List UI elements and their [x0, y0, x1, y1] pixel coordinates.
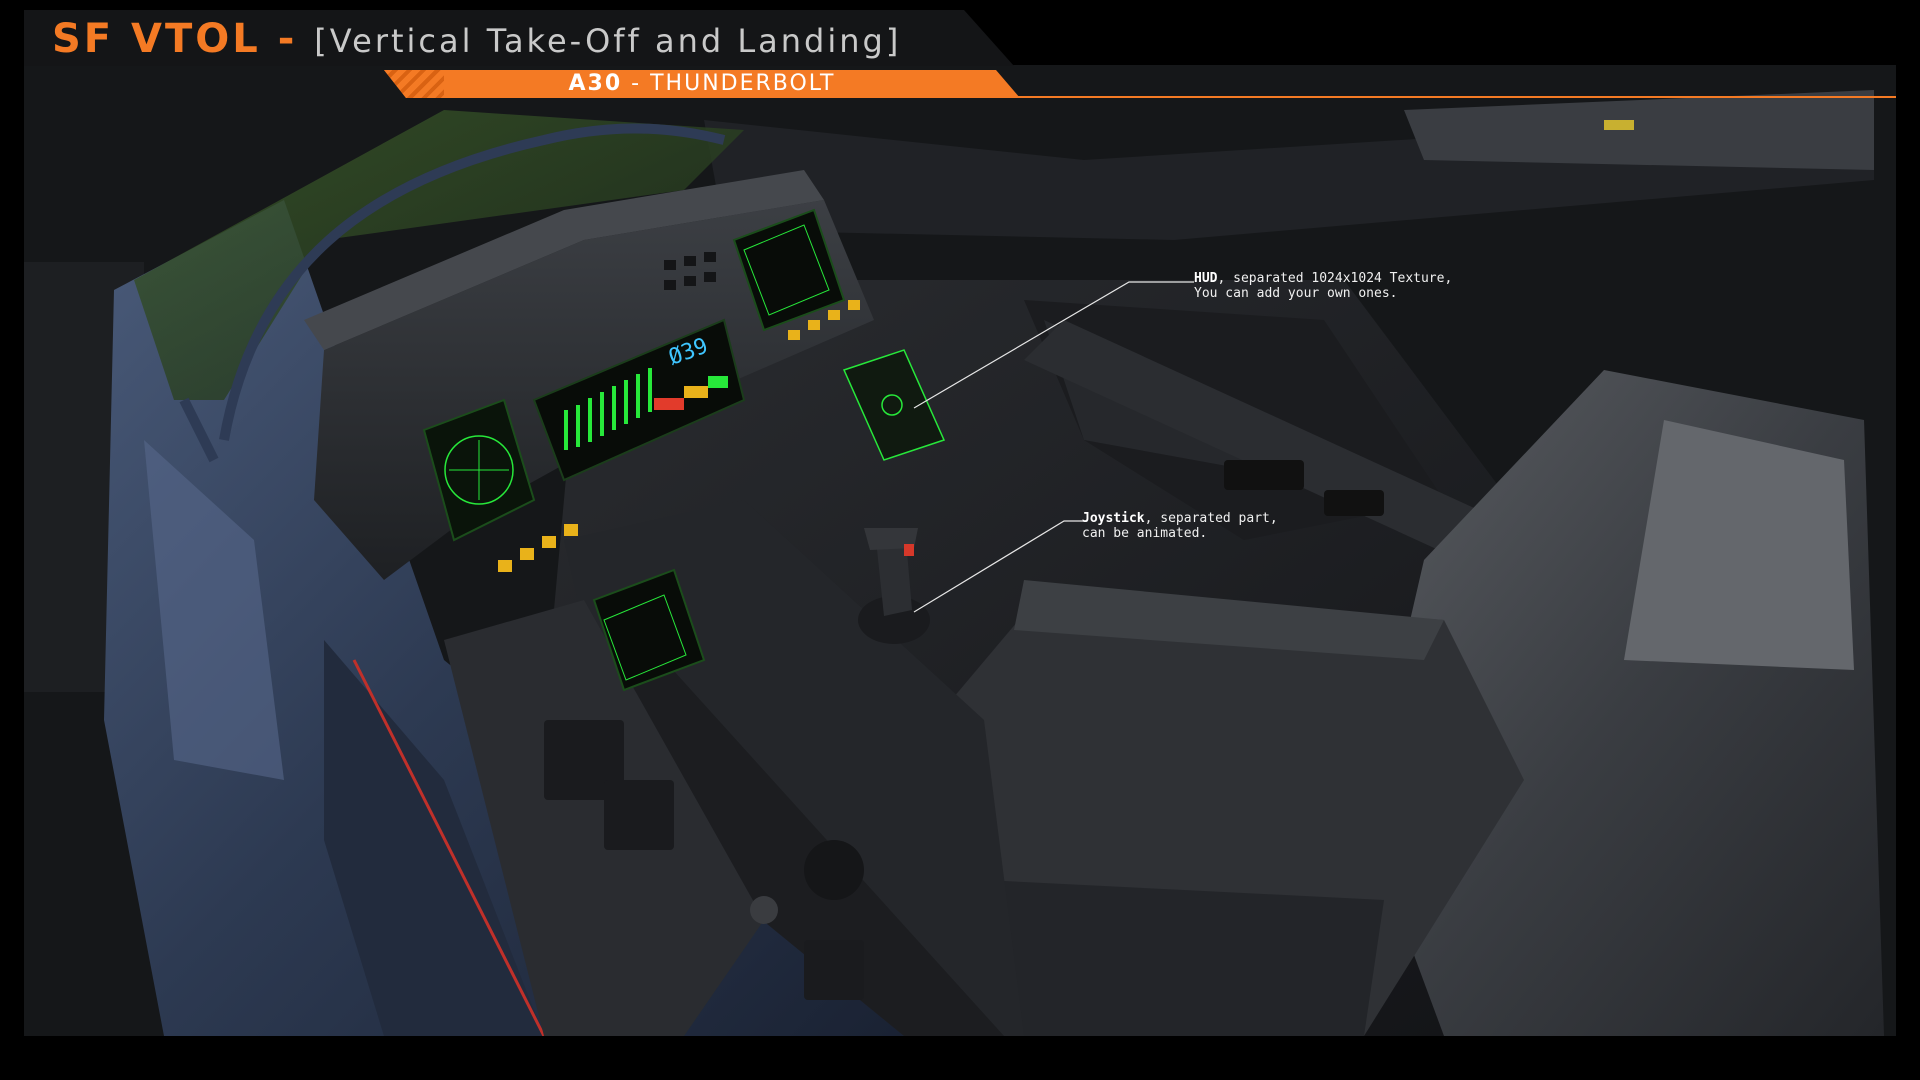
title-plate — [24, 10, 1014, 66]
left-hull — [104, 200, 904, 1036]
hud-callout-label: HUD — [1194, 271, 1218, 286]
canopy-glass — [134, 110, 744, 400]
instrument-panel: Ø39 — [304, 170, 874, 580]
pilot-seat — [884, 370, 1884, 1036]
callout-lines — [913, 281, 1194, 613]
rear-hull — [704, 90, 1874, 240]
switch-cluster — [664, 252, 716, 290]
left-console — [444, 600, 864, 1036]
joystick-callout-line2: can be animated. — [1082, 526, 1208, 541]
page-title: SF VTOL - [Vertical Take-Off and Landing… — [52, 14, 901, 64]
amber-buttons-right — [788, 300, 860, 340]
amber-buttons-left — [498, 524, 578, 572]
left-mfd — [422, 398, 536, 542]
center-display — [532, 318, 746, 482]
joystick-callout-label: Joystick — [1082, 511, 1145, 526]
hud-callout-line1: , separated 1024x1024 Texture, — [1217, 271, 1453, 286]
hud-callout: HUD, separated 1024x1024 Texture, You ca… — [1194, 271, 1452, 301]
lower-mfd — [592, 568, 706, 692]
accent-line — [1018, 96, 1896, 98]
cockpit-render: Ø39 — [104, 90, 1884, 1036]
title-sub: [Vertical Take-Off and Landing] — [314, 22, 902, 60]
title-separator: - — [260, 16, 315, 62]
model-separator: - — [622, 71, 651, 96]
right-console-switches — [1224, 460, 1384, 516]
joystick — [858, 528, 930, 644]
canopy-frame — [179, 123, 726, 463]
hud-callout-line2: You can add your own ones. — [1194, 286, 1398, 301]
title-main: SF VTOL — [52, 16, 261, 62]
model-name: THUNDERBOLT — [650, 71, 836, 96]
hud-glass — [842, 349, 946, 461]
model-code: A30 — [568, 71, 623, 96]
top-right-mfd — [732, 208, 846, 332]
joystick-callout-line1: , separated part, — [1144, 511, 1278, 526]
subtitle-bar — [384, 70, 1020, 98]
joystick-callout: Joystick, separated part, can be animate… — [1082, 511, 1278, 541]
model-title: A30 - THUNDERBOLT — [384, 70, 1020, 98]
